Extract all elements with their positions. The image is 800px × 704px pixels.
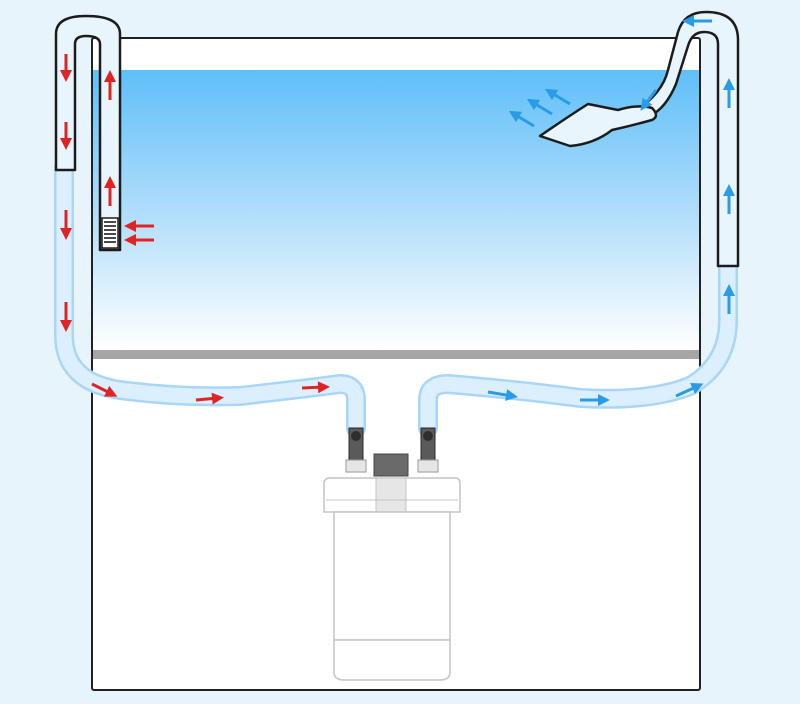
arrow-icon (640, 89, 658, 111)
cabinet-shelf (93, 350, 699, 359)
intake-strainer (101, 217, 119, 249)
arrow-icon (487, 389, 518, 401)
intake-flow-arrows (60, 54, 330, 405)
outflow-hose (418, 255, 738, 438)
outflow-valve (417, 427, 439, 473)
arrow-icon (91, 382, 118, 397)
intake-valve (345, 427, 367, 473)
arrow-icon (301, 381, 330, 394)
intake-hose (54, 158, 366, 438)
arrow-icon (526, 98, 553, 116)
arrow-icon (195, 392, 224, 405)
spray-nozzle (538, 102, 658, 148)
outflow-flow-arrows (487, 14, 735, 406)
canister-filter (323, 427, 461, 681)
arrow-icon (508, 110, 535, 128)
arrow-icon (675, 383, 704, 398)
arrow-icon (544, 88, 571, 106)
